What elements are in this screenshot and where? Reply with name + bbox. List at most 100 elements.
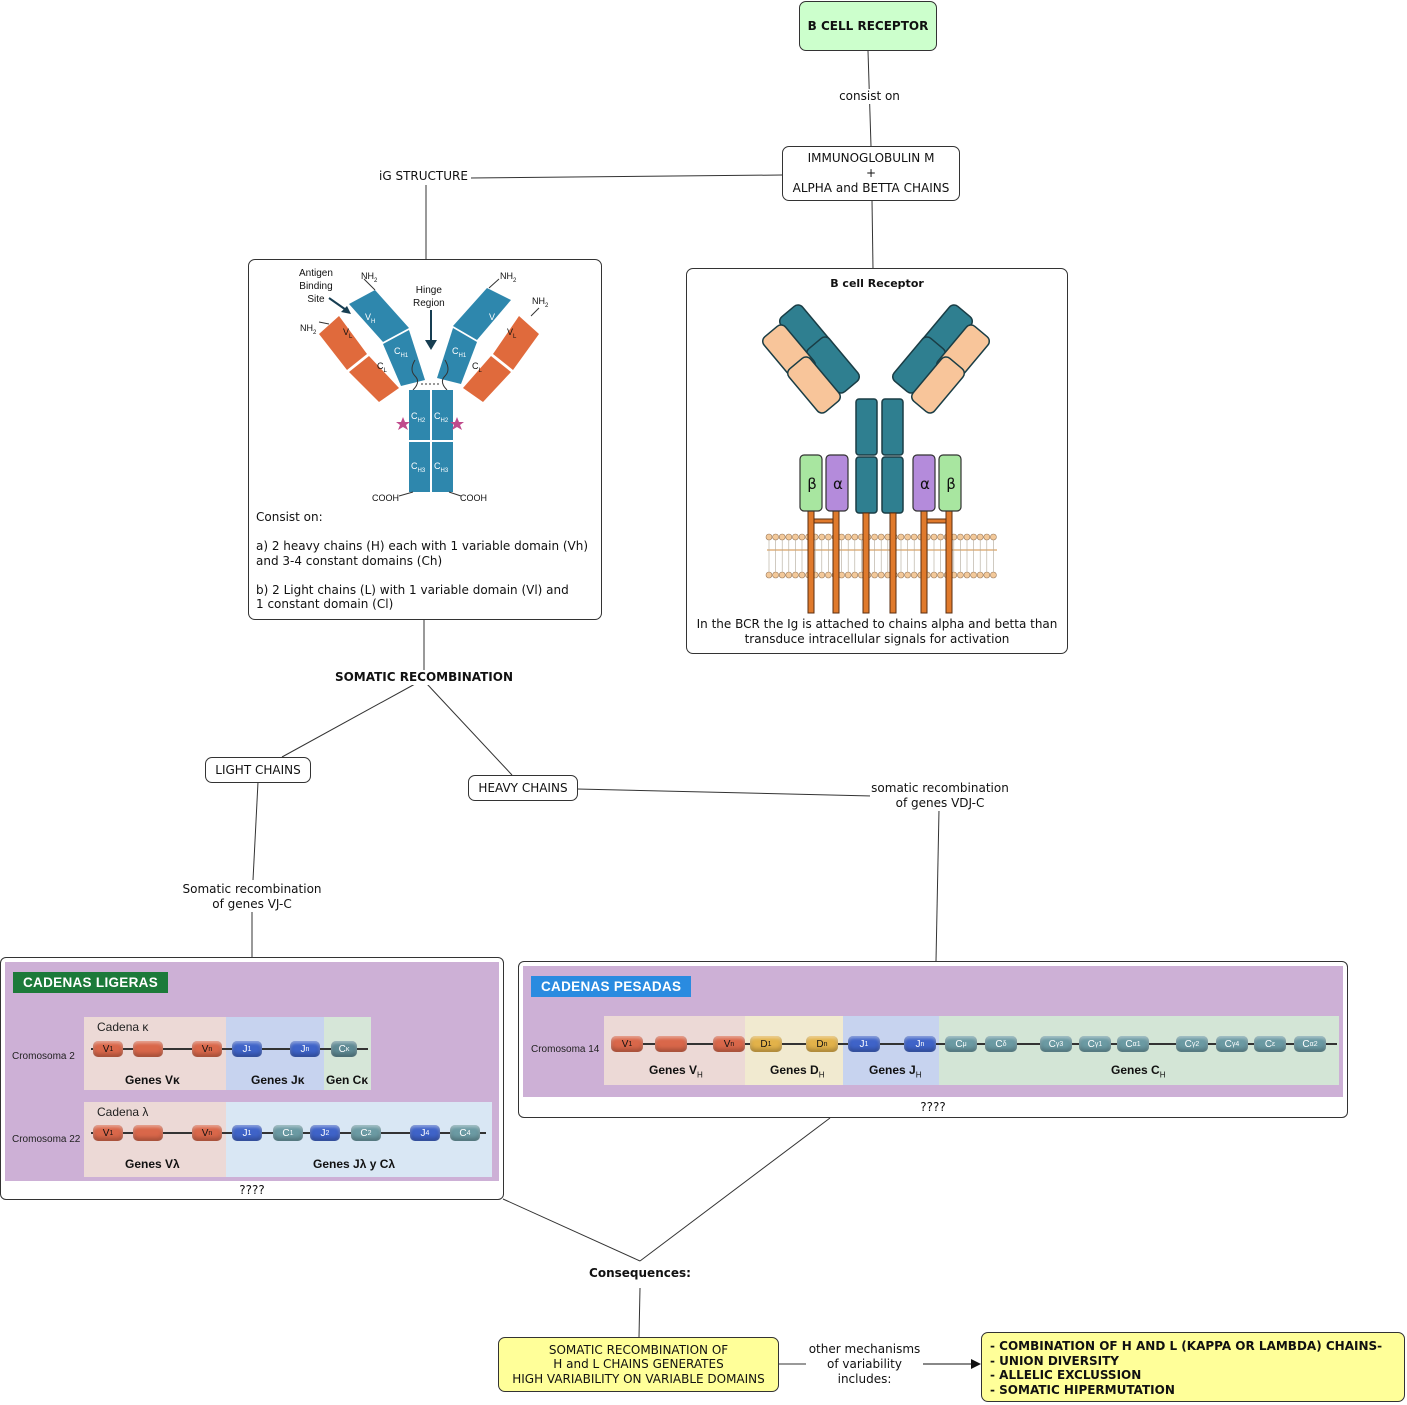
lipid-head xyxy=(937,533,944,541)
genes-vk-label: Genes Vκ xyxy=(125,1073,180,1087)
chr22-label: Cromosoma 22 xyxy=(12,1134,81,1145)
lipid-head xyxy=(778,571,786,579)
heavy-chains-node[interactable]: HEAVY CHAINS xyxy=(468,775,578,801)
lipid-head xyxy=(963,571,971,579)
lipid-head xyxy=(871,571,878,579)
alpha-label-left: α xyxy=(833,475,843,493)
light-chains-node[interactable]: LIGHT CHAINS xyxy=(205,757,311,783)
igm-line-2: + xyxy=(865,166,877,180)
ch3-left xyxy=(409,442,430,492)
chr14-label: Cromosoma 14 xyxy=(531,1044,600,1055)
heavy-panel-title: CADENAS PESADAS xyxy=(531,976,692,997)
ch1-right-label: CH1 xyxy=(452,346,467,359)
genes-vh-label: Genes VH xyxy=(649,1063,703,1080)
antibody-diagram xyxy=(318,278,540,497)
alpha-label-right: α xyxy=(920,475,930,493)
light-chains-panel[interactable]: CADENAS LIGERAS Cadena κ Cadena λ Cromos… xyxy=(0,957,504,1200)
bcr-node[interactable]: B CELL RECEPTOR xyxy=(799,1,937,51)
lipid-head xyxy=(930,571,938,579)
somatic-recombination-node[interactable]: SOMATIC RECOMBINATION xyxy=(326,670,522,685)
right-fab xyxy=(891,304,991,414)
gene-segment xyxy=(655,1036,687,1052)
lipid-head xyxy=(930,533,938,541)
ig-structure-label[interactable]: iG STRUCTURE xyxy=(376,169,471,184)
hinge-label: Hinge Region xyxy=(413,285,445,309)
lipid-head xyxy=(983,571,991,579)
left-ch1-domain xyxy=(383,330,425,386)
lipid-head xyxy=(798,571,806,579)
lipid-head xyxy=(844,533,852,541)
ch2-left-label: CH2 xyxy=(411,411,426,424)
genes-jlcl-label: Genes Jλ y Cλ xyxy=(313,1157,396,1171)
igm-node[interactable]: IMMUNOGLOBULIN M + ALPHA and BETTA CHAIN… xyxy=(782,146,960,201)
signal-chains xyxy=(799,454,962,512)
somatic-result-node[interactable]: SOMATIC RECOMBINATION OF H and L CHAINS … xyxy=(498,1337,779,1392)
gene-segment xyxy=(133,1125,163,1141)
right-cl-domain xyxy=(463,356,511,402)
mechanism-item: - SOMATIC HIPERMUTATION xyxy=(990,1382,1175,1397)
somatic-result-line-1: SOMATIC RECOMBINATION OF xyxy=(548,1342,729,1357)
lipid-head xyxy=(990,533,997,541)
nh2-label-3: NH2 xyxy=(500,271,517,284)
ch2-left xyxy=(409,390,430,440)
fc-stem xyxy=(855,398,904,514)
genes-ch-label: Genes CH xyxy=(1111,1063,1166,1080)
cooh-left: COOH xyxy=(372,493,399,503)
ch2-right xyxy=(432,390,453,440)
lipid-head xyxy=(772,571,779,579)
lipid-head xyxy=(765,571,773,579)
consequences-node[interactable]: Consequences: xyxy=(586,1266,694,1281)
ch1-left-label: CH1 xyxy=(394,346,409,359)
lipid-head xyxy=(844,571,852,579)
lipid-head xyxy=(957,533,964,541)
lipid-head xyxy=(798,533,806,541)
nh2-label-4: NH2 xyxy=(532,296,549,309)
bcr-image-title: B cell Receptor xyxy=(830,277,924,290)
lipid-head xyxy=(792,533,799,541)
left-fab xyxy=(761,304,861,414)
right-vh-domain xyxy=(453,288,511,340)
lipid-head xyxy=(910,571,918,579)
lipid-head xyxy=(785,571,793,579)
antigen-label: Antigen Binding Site xyxy=(299,268,333,305)
mechanisms-node[interactable]: - COMBINATION OF H AND L (KAPPA OR LAMBD… xyxy=(981,1332,1405,1402)
lipid-head xyxy=(877,571,885,579)
cl-left-label: CL xyxy=(377,361,387,374)
bcr-image-box[interactable]: B cell Receptor xyxy=(686,268,1068,654)
heavy-panel-caption: ???? xyxy=(920,1100,946,1114)
hinge-left xyxy=(411,359,419,391)
ig-structure-box[interactable]: Antigen Binding Site Hinge Region NH2 NH… xyxy=(248,259,602,620)
lipid-head xyxy=(877,533,885,541)
heavy-chains-label: HEAVY CHAINS xyxy=(478,781,568,795)
lipid-head xyxy=(825,571,832,579)
light-panel-title: CADENAS LIGERAS xyxy=(13,972,169,993)
lipid-head xyxy=(990,571,997,579)
genes-dh-label: Genes DH xyxy=(770,1063,825,1080)
lipid-head xyxy=(976,533,984,541)
left-vl-domain xyxy=(319,316,367,370)
igm-line-1: IMMUNOGLOBULIN M xyxy=(807,151,935,165)
lipid-head xyxy=(851,571,859,579)
light-chains-label: LIGHT CHAINS xyxy=(215,763,301,777)
mechanism-item: - UNION DIVERSITY xyxy=(990,1353,1119,1368)
left-cl-domain xyxy=(349,356,399,402)
kappa-label: Cadena κ xyxy=(97,1020,149,1034)
bcr-node-label: B CELL RECEPTOR xyxy=(807,19,929,33)
